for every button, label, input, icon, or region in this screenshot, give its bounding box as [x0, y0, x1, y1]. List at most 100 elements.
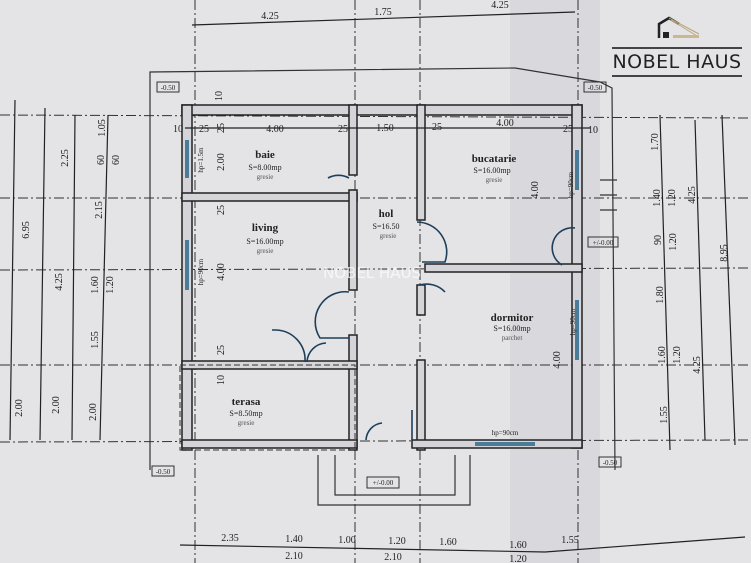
level-tag	[598, 456, 622, 468]
dim-right-mid: 4.25	[692, 356, 703, 374]
room-finish-dormitor: parchet	[502, 334, 523, 342]
dim-right-mid: 4.25	[687, 186, 698, 204]
level-tag	[156, 81, 180, 93]
dim-inner-top: 10	[214, 91, 225, 101]
dim-bottom: 2.35	[221, 533, 239, 544]
room-area-bucatarie: S=16.00mp	[473, 166, 510, 175]
level-tag-text: +/-0.00	[593, 239, 614, 247]
dim-bottom-2: 2.10	[285, 551, 303, 562]
room-finish-bucatarie: gresie	[486, 176, 503, 184]
room-area-terasa: S=8.50mp	[229, 409, 262, 418]
room-name-dormitor: dormitor	[491, 312, 534, 324]
dim-top: 4.25	[261, 11, 279, 22]
dim-inner-top: 10	[588, 125, 598, 136]
dim-left-inner: 60	[111, 155, 122, 165]
dim-left-mid: 2.00	[51, 396, 62, 414]
dim-right-inner: 1.20	[668, 233, 679, 251]
dim-inner-top: 10	[173, 124, 183, 135]
dim-left-inner: 1.55	[90, 331, 101, 349]
window-height: hp=90cm	[492, 429, 519, 437]
dim-vertical-inner: 25	[216, 345, 227, 355]
dim-inner-top: 25	[338, 124, 348, 135]
logo-text: NOBEL HAUS	[612, 51, 742, 73]
dim-right-inner: 1.80	[655, 286, 666, 304]
level-tag-text: -0.50	[588, 84, 603, 92]
dim-right-inner: 90	[653, 235, 664, 245]
dimension-lines	[9, 11, 746, 553]
dim-inner-top: 25	[563, 124, 573, 135]
dim-bottom: 1.40	[285, 534, 303, 545]
room-finish-baie: gresie	[257, 173, 274, 181]
dim-left-outer: 2.00	[14, 399, 25, 417]
dim-bottom-2: 2.10	[384, 552, 402, 563]
logo-divider	[612, 75, 742, 77]
dim-inner-top: 4.00	[496, 118, 514, 129]
windows	[185, 140, 579, 446]
level-tag-text: -0.50	[603, 459, 618, 467]
level-tag-text: -0.50	[156, 468, 171, 476]
dim-vertical-inner: 2.00	[216, 153, 227, 171]
dim-top: 1.75	[374, 7, 392, 18]
level-tag	[583, 81, 607, 93]
room-name-hol: hol	[379, 208, 394, 220]
terrace-outline	[179, 364, 356, 451]
dim-right-inner: 1.70	[650, 133, 661, 151]
window-height: hp=1.5m	[197, 147, 205, 173]
house-icon	[657, 16, 700, 38]
dim-left-inner: 1.05	[97, 119, 108, 137]
dim-vertical-inner: 4.00	[216, 263, 227, 281]
room-area-living: S=16.00mp	[246, 237, 283, 246]
window-height: hp=90cm	[197, 258, 205, 285]
room-name-baie: baie	[255, 149, 275, 161]
dim-vertical-inner: 4.00	[530, 181, 541, 199]
logo-divider	[612, 47, 742, 49]
dim-bottom: 1.00	[338, 535, 356, 546]
dim-left-mid: 2.25	[60, 149, 71, 167]
dim-vertical-inner: 25	[216, 205, 227, 215]
dim-inner-top: 25	[216, 123, 227, 133]
dim-right-inner: 1.40	[652, 189, 663, 207]
level-tag-text: +/-0.00	[373, 479, 394, 487]
room-finish-hol: gresie	[380, 232, 397, 240]
dim-inner-top: 4.00	[266, 124, 284, 135]
room-area-baie: S=8.00mp	[248, 163, 281, 172]
room-finish-terasa: gresie	[238, 419, 255, 427]
dim-left-inner: 1.20	[105, 276, 116, 294]
dim-left-inner: 2.00	[88, 403, 99, 421]
dim-right-inner: 1.55	[659, 406, 670, 424]
dim-bottom: 1.55	[561, 535, 579, 546]
dim-right-inner: 1.20	[667, 189, 678, 207]
room-area-dormitor: S=16.00mp	[493, 324, 530, 333]
room-name-terasa: terasa	[232, 396, 261, 408]
dim-bottom-2: 1.20	[509, 554, 527, 563]
watermark: NOBEL HAUS	[323, 264, 421, 282]
dim-inner-top: 25	[199, 124, 209, 135]
dim-bottom: 1.60	[509, 540, 527, 551]
dim-right-inner: 1.60	[657, 346, 668, 364]
level-tag	[587, 236, 619, 248]
room-finish-living: gresie	[257, 247, 274, 255]
dim-left-inner: 2.15	[94, 201, 105, 219]
window-height: hp=90cm	[567, 171, 575, 198]
room-name-living: living	[252, 222, 279, 234]
dim-top: 4.25	[491, 0, 509, 11]
room-name-bucatarie: bucatarie	[472, 153, 517, 165]
room-area-hol: S=16.50	[373, 222, 400, 231]
level-tag	[151, 465, 175, 477]
level-tag-text: -0.50	[161, 84, 176, 92]
dim-vertical-inner: 4.00	[552, 351, 563, 369]
dim-left-outer: 6.95	[21, 221, 32, 239]
window-height: hp=90cm	[569, 308, 577, 335]
dim-inner-top: 1.50	[376, 123, 394, 134]
doors	[272, 174, 576, 441]
dim-left-inner: 60	[96, 155, 107, 165]
dim-left-inner: 1.60	[90, 276, 101, 294]
dim-inner-top: 25	[432, 122, 442, 133]
brand-logo: NOBEL HAUS	[612, 14, 742, 79]
dim-right-outer: 8.95	[719, 244, 730, 262]
level-tag	[366, 476, 400, 489]
dim-bottom: 1.20	[388, 536, 406, 547]
dim-bottom: 1.60	[439, 537, 457, 548]
